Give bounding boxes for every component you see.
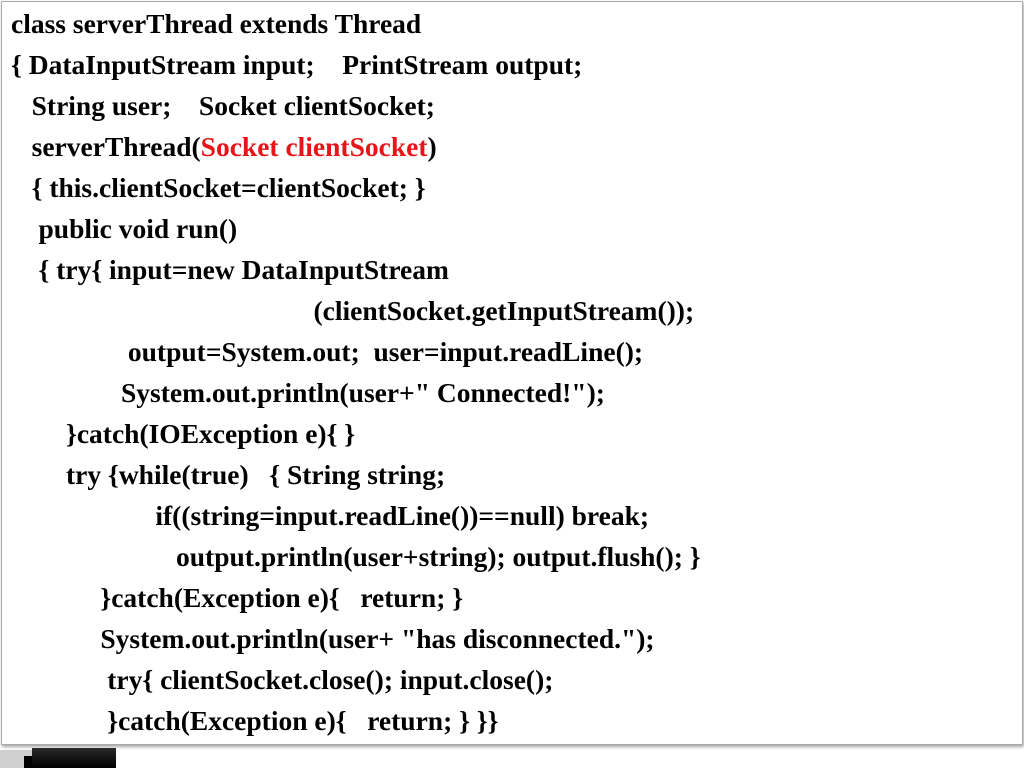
code-line-4: serverThread(Socket clientSocket): [11, 130, 437, 164]
bottom-decoration: [0, 748, 1024, 768]
highlighted-parameter: Socket clientSocket: [200, 131, 428, 162]
code-line-8: (clientSocket.getInputStream());: [11, 295, 695, 326]
code-line-18: }catch(Exception e){ return; } }}: [11, 705, 499, 736]
code-line-17: try{ clientSocket.close(); input.close()…: [11, 664, 554, 695]
code-line-16: System.out.println(user+ "has disconnect…: [11, 623, 655, 654]
code-line-15: }catch(Exception e){ return; }: [11, 582, 464, 613]
code-line-14: output.println(user+string); output.flus…: [11, 541, 701, 572]
code-line-4-post: ): [427, 131, 437, 162]
code-line-3: String user; Socket clientSocket;: [11, 90, 435, 121]
code-line-12: try {while(true) { String string;: [11, 459, 446, 490]
code-line-6: public void run(): [11, 213, 238, 244]
code-line-4-pre: serverThread(: [11, 131, 201, 162]
code-line-1: class serverThread extends Thread: [11, 8, 422, 39]
code-line-9: output=System.out; user=input.readLine()…: [11, 336, 644, 367]
code-line-7: { try{ input=new DataInputStream: [11, 254, 449, 285]
code-line-11: }catch(IOException e){ }: [11, 418, 356, 449]
bottom-black-block: [32, 748, 116, 768]
code-line-5: { this.clientSocket=clientSocket; }: [11, 172, 426, 203]
code-line-2: { DataInputStream input; PrintStream out…: [11, 49, 583, 80]
bottom-notch: [24, 756, 32, 768]
content-frame: [1, 1, 1023, 745]
code-line-10: System.out.println(user+" Connected!");: [11, 377, 605, 408]
code-line-13: if((string=input.readLine())==null) brea…: [11, 500, 650, 531]
